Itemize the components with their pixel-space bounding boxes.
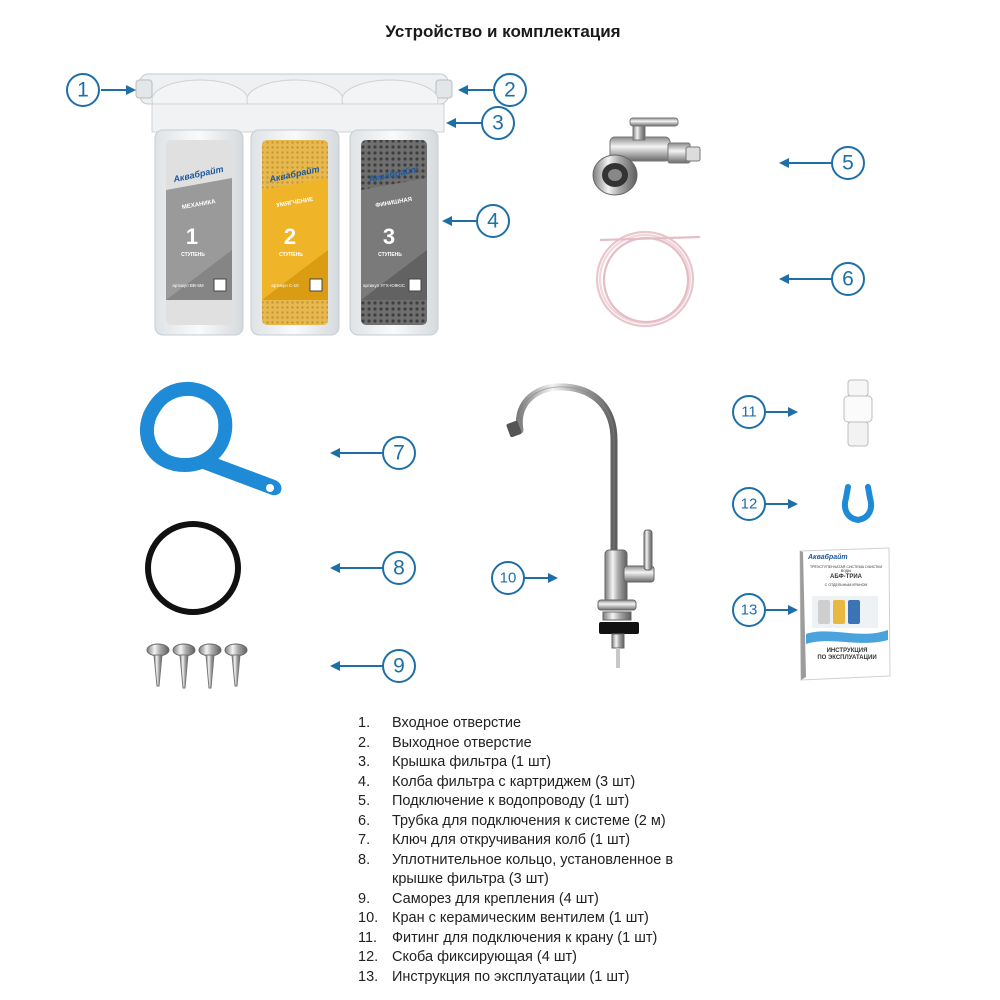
callout-9: 9 [382,649,416,683]
callout-13: 13 [732,593,766,627]
svg-text:10: 10 [500,570,517,587]
manual-doc-title-line2: ПО ЭКСПЛУАТАЦИИ [817,655,877,661]
stage-article: артикул С-10 [271,283,299,288]
callout-10: 10 [491,561,525,595]
svg-text:9: 9 [393,655,405,678]
sealing-ring [145,521,241,615]
bottle-wrench [139,381,282,496]
screw [146,643,170,687]
manual-doc-title-line1: ИНСТРУКЦИЯ [826,648,868,654]
stage-article: артикул ВВ-5М [172,283,204,288]
svg-text:5: 5 [842,152,854,175]
stage-word: СТУПЕНЬ [378,252,402,258]
svg-text:8: 8 [393,557,405,580]
faucet-fitting [843,379,873,447]
svg-text:1: 1 [77,79,89,102]
stage-article: артикул УГХ-Ю9ЮС [363,283,406,288]
faucet [506,383,655,668]
inlet-port [135,79,153,99]
screw [198,643,222,689]
screw [224,643,248,687]
svg-text:2: 2 [504,79,516,102]
page-title: Устройство и комплектация [385,22,621,41]
connection-tube [595,230,701,328]
svg-text:12: 12 [741,496,758,513]
legend-item: 11.Фитинг для подключения к крану (1 шт) [358,929,658,946]
filter-housing-1 [154,129,244,336]
callout-8: 8 [382,551,416,585]
callout-12: 12 [732,487,766,521]
callout-2: 2 [493,73,527,107]
stage-word: СТУПЕНЬ [279,252,303,258]
screw [172,643,196,689]
legend-item: 5.Подключение к водопроводу (1 шт) [358,793,630,809]
legend-item: 8.Уплотнительное кольцо, установленное в… [358,851,674,888]
manual-doc-title: ИНСТРУКЦИЯ ПО ЭКСПЛУАТАЦИИ [806,648,888,662]
stage-number: 3 [383,224,395,249]
svg-text:13: 13 [741,602,758,619]
svg-text:11: 11 [741,404,757,421]
legend-item: 13.Инструкция по эксплуатации (1 шт) [358,968,630,985]
callout-5: 5 [831,146,865,180]
stage-number: 1 [186,224,198,249]
instruction-manual [799,547,891,681]
callout-7: 7 [382,436,416,470]
legend-item: 1.Входное отверстие [358,715,522,731]
qr-code-icon [408,278,422,292]
stage-word: СТУПЕНЬ [181,252,205,258]
callout-4: 4 [476,204,510,238]
manual-brand: Аквабрайт [808,554,848,561]
legend-item: 6.Трубка для подключения к системе (2 м) [358,812,666,829]
svg-text:6: 6 [842,268,854,291]
stage-name: МЕХАНИКА [182,199,217,211]
mounting-screws [146,643,248,689]
outlet-port [435,79,453,99]
callout-1: 1 [66,73,100,107]
manual-subtitle: ТРЁХСТУПЕНЧАТАЯ СИСТЕМА ОЧИСТКИ ВОДЫ [809,565,883,573]
callout-11: 11 [732,395,766,429]
stage-number: 2 [284,224,296,249]
svg-text:3: 3 [492,112,504,135]
manual-model: АБФ-ТРИА [830,574,862,580]
svg-text:7: 7 [393,442,405,465]
svg-text:4: 4 [487,210,499,233]
legend-item: 12.Скоба фиксирующая (4 шт) [358,949,577,965]
legend-item: 2.Выходное отверстие [358,734,532,751]
callout-3: 3 [481,106,515,140]
callout-arrows [101,85,832,671]
legend-item: 9.Саморез для крепления (4 шт) [358,890,599,907]
parts-legend: 1.Входное отверстие 2.Выходное отверстие… [358,714,758,987]
filter-cover [151,103,445,133]
legend-item: 4.Колба фильтра с картриджем (3 шт) [358,773,636,790]
filter-system: Аквабрайт Аквабрайт Аквабрайт МЕХАНИКА У… [135,73,453,336]
qr-code-icon [309,278,323,292]
legend-item: 3.Крышка фильтра (1 шт) [358,754,552,770]
qr-code-icon [213,278,227,292]
water-supply-adapter [592,117,701,196]
legend-item: 7.Ключ для откручивания колб (1 шт) [358,832,631,848]
callout-circles: 1 2 3 4 5 6 7 8 9 10 11 12 13 [66,73,865,683]
legend-item: 10.Кран с керамическим вентилем (1 шт) [358,910,649,926]
manual-model-note: С ОТДЕЛЬНЫМ КРАНОМ [824,583,868,587]
locking-clip [841,484,875,524]
callout-6: 6 [831,262,865,296]
